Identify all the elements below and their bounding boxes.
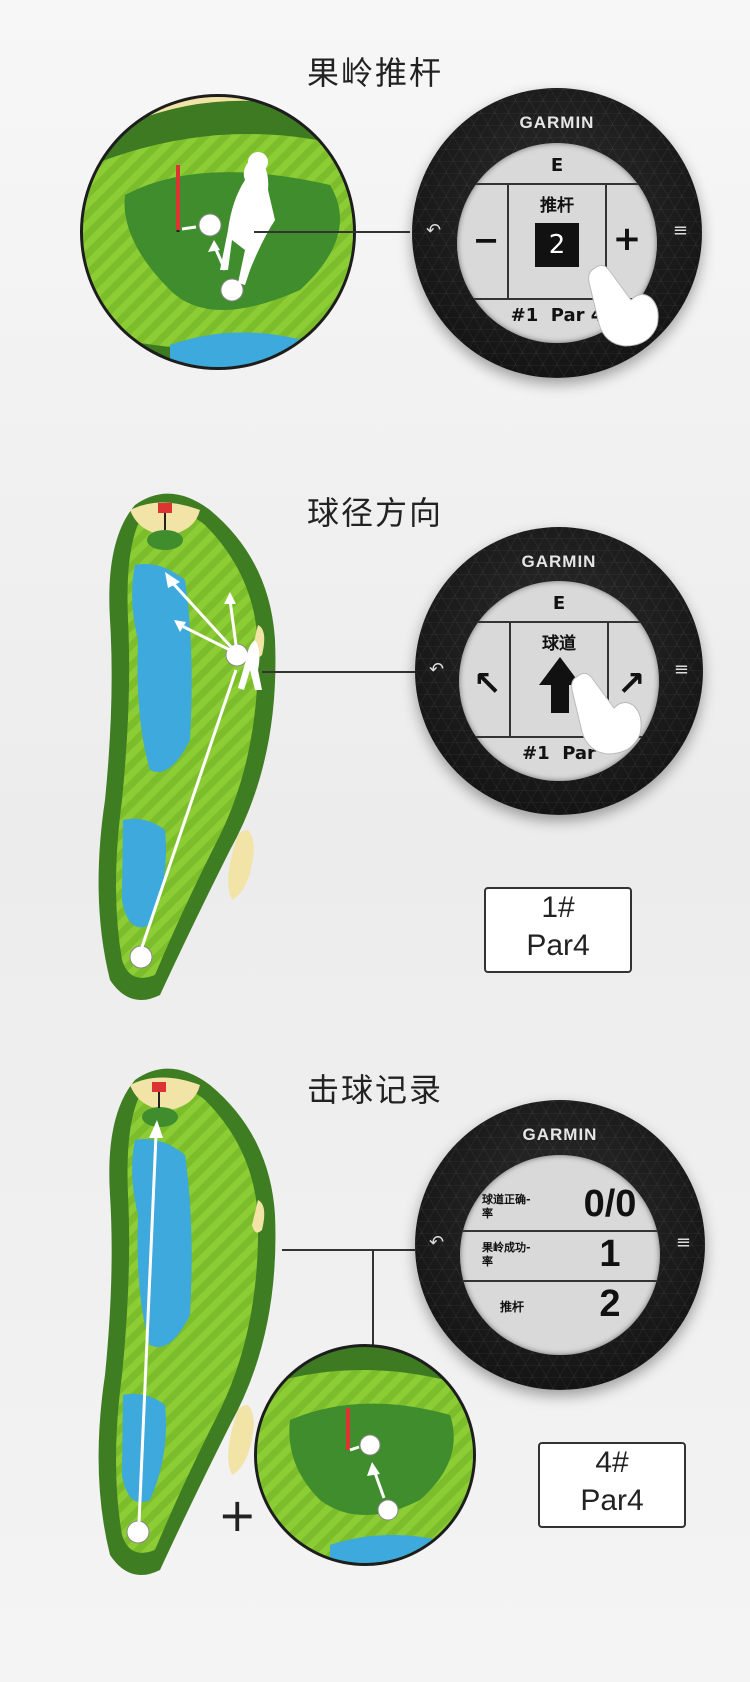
- hole-par-label: #1 Par: [522, 743, 596, 764]
- golf-ball-icon: [126, 1520, 150, 1544]
- hole-info-box: 4# Par4: [538, 1442, 686, 1528]
- back-arrow-icon[interactable]: ↶: [426, 220, 442, 241]
- fairway-accuracy-value: 0/0: [583, 1183, 637, 1225]
- hole-map-stats: [98, 1068, 276, 1575]
- hole-number: 1#: [541, 891, 575, 924]
- golf-ball-icon: [377, 1499, 399, 1521]
- putts-value: 2: [599, 1283, 621, 1325]
- back-arrow-icon[interactable]: ↶: [429, 659, 445, 680]
- pointing-hand-icon: [571, 672, 642, 755]
- hole-info-box: 1# Par4: [484, 887, 632, 973]
- minus-button[interactable]: −: [472, 221, 500, 259]
- garmin-logo: GARMIN: [521, 552, 597, 571]
- hole-par-label: #1 Par 4: [510, 305, 604, 326]
- putts-header: 推杆: [540, 196, 574, 216]
- golf-ball-icon: [359, 1434, 381, 1456]
- back-arrow-icon[interactable]: ↶: [429, 1232, 445, 1253]
- watch-direction: GARMIN ↶ ≡ E 球道 ↖ ↗ #1 Par: [415, 527, 703, 815]
- hole-map-direction: [98, 493, 276, 1000]
- menu-icon[interactable]: ≡: [672, 220, 688, 241]
- score-label: E: [552, 593, 566, 614]
- menu-icon[interactable]: ≡: [675, 1232, 691, 1253]
- hole-par: Par4: [580, 1484, 644, 1517]
- gir-value: 1: [599, 1233, 621, 1275]
- putting-green-illustration: [80, 94, 356, 370]
- garmin-logo: GARMIN: [522, 1125, 598, 1144]
- missed-left-button[interactable]: ↖: [473, 664, 502, 704]
- fairway-accuracy-label: 球道正确- 率: [482, 1193, 531, 1220]
- fairway-header: 球道: [542, 634, 576, 654]
- flag-icon: [158, 503, 172, 513]
- section-title-shot-record: 击球记录: [306, 1071, 443, 1109]
- garmin-logo: GARMIN: [519, 113, 595, 132]
- score-label: E: [550, 155, 564, 176]
- missed-right-button[interactable]: ↗: [617, 664, 646, 704]
- flag-icon: [152, 1082, 166, 1092]
- putt-count-value: 2: [535, 223, 579, 267]
- golf-ball-icon: [220, 278, 244, 302]
- menu-icon[interactable]: ≡: [673, 659, 689, 680]
- watch-screen: 球道正确- 率 0/0 果岭成功- 率 1 推杆 2: [460, 1155, 660, 1355]
- golf-ball-icon: [198, 213, 222, 237]
- plus-button[interactable]: +: [612, 219, 642, 259]
- green-stats-illustration: [254, 1344, 476, 1566]
- pointing-hand-icon: [588, 264, 659, 347]
- hole-par: Par4: [526, 929, 590, 962]
- golf-ball-icon: [225, 643, 249, 667]
- fairway-hit-button[interactable]: [537, 655, 583, 715]
- putts-label: 推杆: [500, 1300, 525, 1314]
- plus-sign: +: [218, 1488, 257, 1542]
- gir-label: 果岭成功- 率: [482, 1241, 531, 1268]
- watch-stats: GARMIN ↶ ≡ 球道正确- 率 0/0 果岭成功- 率 1 推杆 2: [415, 1100, 705, 1390]
- section-title-direction: 球径方向: [306, 494, 443, 532]
- hole-number: 4#: [595, 1446, 629, 1479]
- section-title-putting: 果岭推杆: [306, 54, 443, 92]
